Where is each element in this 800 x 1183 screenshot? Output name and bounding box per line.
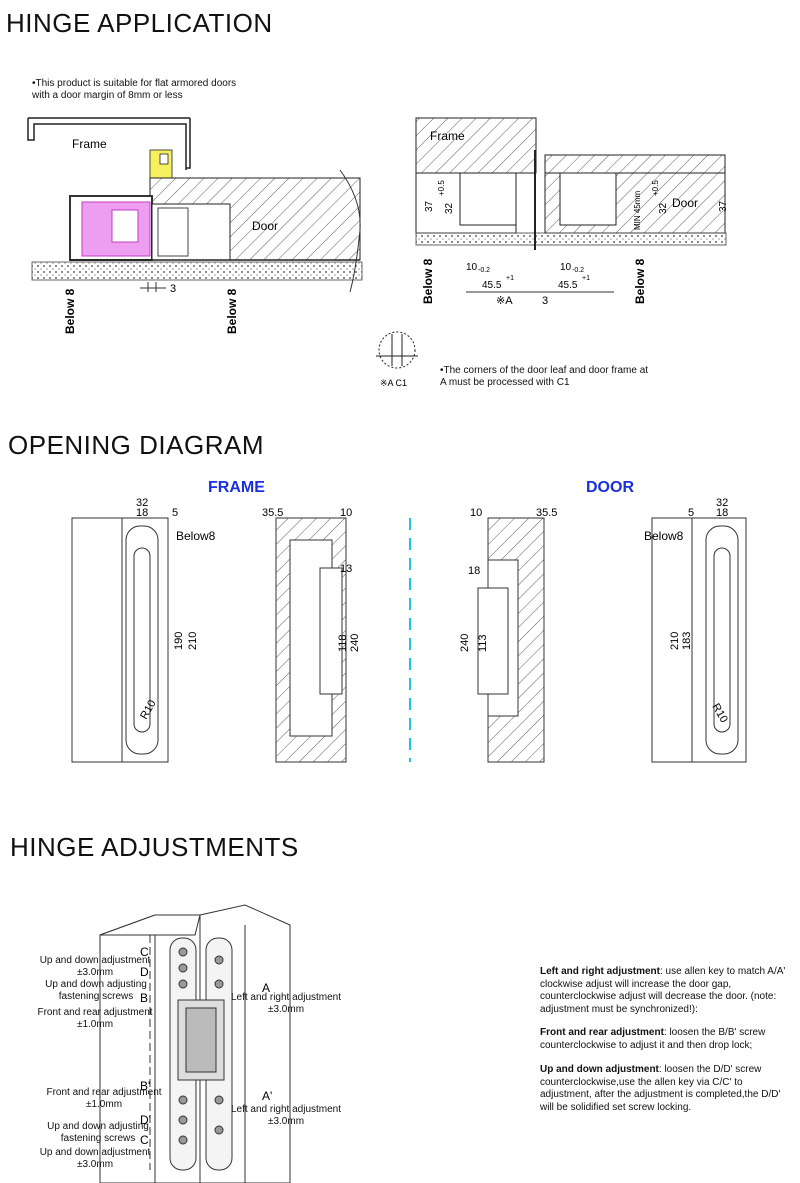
svg-text:45.5: 45.5 — [558, 280, 578, 291]
label-front-rear-bottom: Front and rear adjustment ±1.0mm — [46, 1087, 162, 1110]
below8-left-b: Below 8 — [225, 288, 239, 334]
svg-text:3: 3 — [542, 295, 548, 307]
svg-text:18: 18 — [716, 507, 728, 519]
hinge-illustration — [99, 904, 291, 1183]
label-up-down-bottom: Up and down adjustment ±3.0mm — [39, 1147, 151, 1170]
svg-text:10: 10 — [560, 262, 572, 273]
svg-text:18: 18 — [468, 565, 480, 577]
svg-text:37: 37 — [424, 200, 435, 212]
svg-text:10: 10 — [466, 262, 478, 273]
app-door-label: Door — [252, 219, 278, 233]
svg-text:18: 18 — [136, 507, 148, 519]
door-elevation: 32 18 5 Below8 210 183 R10 — [644, 497, 747, 763]
c1-detail: ※A C1 — [376, 331, 418, 388]
svg-text:10: 10 — [340, 507, 352, 519]
svg-text:32: 32 — [444, 202, 455, 214]
mark-a: ※A — [496, 295, 513, 307]
door-mortise: 10 35.5 18 240 113 — [459, 507, 557, 763]
svg-text:A: A — [262, 981, 270, 995]
desc-up-down: Up and down adjustment: loosen the D/D' … — [540, 1064, 792, 1114]
svg-text:35.5: 35.5 — [536, 507, 557, 519]
svg-text:210: 210 — [187, 632, 199, 650]
desc-left-right: Left and right adjustment: use allen key… — [540, 966, 792, 1016]
right-frame-label: Frame — [430, 129, 465, 143]
application-right-drawing: Frame Door 37 32 +0.5 37 32 +0.5 MIN 45m… — [415, 117, 729, 307]
label-left-right-top: Left and right adjustment ±3.0mm — [230, 992, 342, 1015]
svg-text:35.5: 35.5 — [262, 507, 283, 519]
corner-note: •The corners of the door leaf and door f… — [440, 365, 649, 388]
svg-text:183: 183 — [681, 632, 693, 650]
desc-front-rear-title: Front and rear adjustment — [540, 1027, 664, 1038]
svg-text:D': D' — [140, 1113, 151, 1127]
heading-hinge-application: HINGE APPLICATION — [6, 8, 273, 38]
svg-text:-0.2: -0.2 — [572, 267, 584, 274]
svg-text:C: C — [140, 945, 149, 959]
svg-text:32: 32 — [658, 202, 669, 214]
app-frame-label: Frame — [72, 137, 107, 151]
label-fastening-bottom: Up and down adjusting fastening screws — [47, 1121, 149, 1144]
svg-text:240: 240 — [459, 634, 471, 652]
svg-text:+0.5: +0.5 — [437, 180, 446, 196]
svg-text:+1: +1 — [506, 275, 514, 282]
label-front-rear-top: Front and rear adjustment ±1.0mm — [37, 1007, 153, 1030]
svg-text:10: 10 — [470, 507, 482, 519]
frame-below8: Below8 — [176, 529, 216, 543]
svg-text:190: 190 — [173, 632, 185, 650]
svg-text:A': A' — [262, 1089, 272, 1103]
svg-text:5: 5 — [688, 507, 694, 519]
frame-elevation: 32 18 5 Below8 190 210 R10 — [71, 497, 216, 763]
svg-text:118: 118 — [337, 634, 349, 652]
svg-text:32: 32 — [716, 497, 728, 509]
svg-text:3: 3 — [170, 283, 176, 295]
desc-up-down-text: : loosen the D/D' screw counterclockwise… — [540, 1064, 781, 1113]
min45-label: MIN 45mm — [633, 191, 642, 230]
door-title: DOOR — [586, 479, 634, 496]
heading-opening-diagram: OPENING DIAGRAM — [8, 430, 264, 460]
desc-up-down-title: Up and down adjustment — [540, 1064, 659, 1075]
svg-text:B': B' — [140, 1079, 150, 1093]
svg-text:B: B — [140, 991, 148, 1005]
door-below8: Below8 — [644, 529, 684, 543]
svg-text:13: 13 — [340, 563, 352, 575]
svg-text:37: 37 — [718, 200, 729, 212]
desc-front-rear: Front and rear adjustment: loosen the B/… — [540, 1027, 792, 1052]
desc-left-right-title: Left and right adjustment — [540, 966, 660, 977]
svg-text:C: C — [140, 1133, 149, 1147]
label-fastening-top: Up and down adjusting fastening screws — [45, 979, 147, 1002]
svg-text:+0.5: +0.5 — [651, 180, 660, 196]
application-note: •This product is suitable for flat armor… — [32, 78, 237, 101]
heading-hinge-adjustments: HINGE ADJUSTMENTS — [10, 832, 299, 862]
svg-text:113: 113 — [477, 634, 489, 652]
desc-front-rear-text: : loosen the B/B' screw counterclockwise… — [540, 1027, 766, 1051]
below8-left-a: Below 8 — [63, 288, 77, 334]
hinge-letters: C D B A B' A' D' C — [140, 945, 272, 1147]
desc-left-right-text: : use allen key to match A/A' clockwise … — [540, 966, 786, 1015]
svg-text:45.5: 45.5 — [482, 280, 502, 291]
svg-text:-0.2: -0.2 — [478, 267, 490, 274]
svg-text:32: 32 — [136, 497, 148, 509]
application-left-drawing: Frame Door 3 Below 8 Below 8 — [27, 117, 363, 334]
svg-text:210: 210 — [669, 632, 681, 650]
c1-label: ※A C1 — [380, 378, 407, 388]
svg-text:240: 240 — [349, 634, 361, 652]
svg-text:5: 5 — [172, 507, 178, 519]
frame-mortise: 35.5 10 13 118 240 — [262, 507, 361, 763]
svg-text:D: D — [140, 965, 149, 979]
label-up-down-top: Up and down adjustment ±3.0mm — [39, 955, 151, 978]
frame-title: FRAME — [208, 479, 265, 496]
label-left-right-bottom: Left and right adjustment ±3.0mm — [230, 1104, 342, 1127]
below8-right-a: Below 8 — [421, 258, 435, 304]
below8-right-b: Below 8 — [633, 258, 647, 304]
right-door-label: Door — [672, 196, 698, 210]
svg-text:+1: +1 — [582, 275, 590, 282]
